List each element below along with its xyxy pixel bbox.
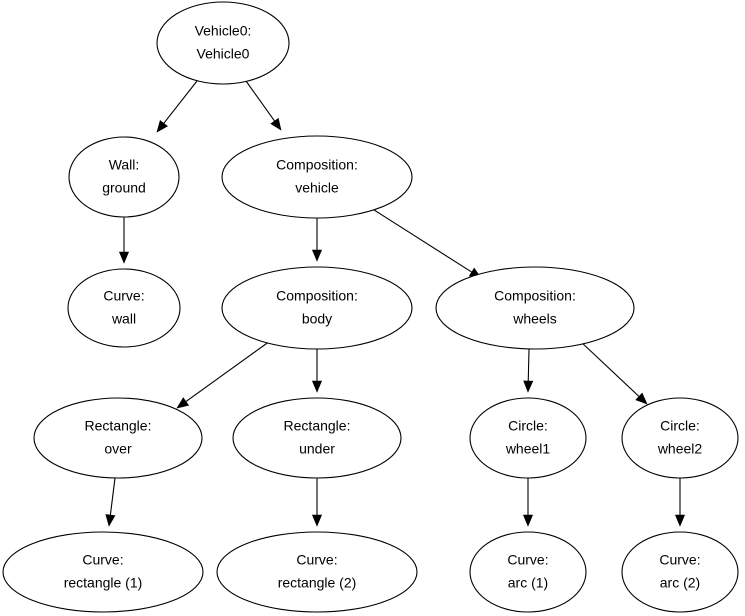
node-label-type: Composition: xyxy=(494,288,576,304)
edge-arrowhead xyxy=(523,380,534,393)
node-ellipse[interactable] xyxy=(221,266,413,350)
node-label-name: body xyxy=(302,311,332,327)
graph-edge xyxy=(311,349,323,393)
edge-line xyxy=(163,80,198,124)
node-ellipse[interactable] xyxy=(469,397,587,479)
node-label-name: ground xyxy=(102,180,146,196)
node-ellipse[interactable] xyxy=(68,136,180,218)
graph-edge xyxy=(105,477,116,527)
node-label-type: Curve: xyxy=(507,552,548,568)
graph-node-composition_wheels[interactable]: Composition: wheels xyxy=(435,266,635,350)
graph-node-rectangle_under[interactable]: Rectangle: under xyxy=(232,397,402,479)
node-ellipse[interactable] xyxy=(221,135,413,219)
node-label-type: Circle: xyxy=(508,418,548,434)
node-label-type: Curve: xyxy=(82,552,123,568)
graph-edge xyxy=(118,217,130,264)
graph-edge xyxy=(674,478,686,527)
node-ellipse[interactable] xyxy=(67,268,181,348)
edge-line xyxy=(527,348,530,382)
node-label-type: Curve: xyxy=(659,552,700,568)
edge-arrowhead xyxy=(522,514,534,527)
graph-node-curve_arc_2[interactable]: Curve: arc (2) xyxy=(621,531,739,613)
node-label-name: arc (1) xyxy=(508,575,548,591)
node-label-name: wheels xyxy=(512,311,557,327)
graph-node-composition_vehicle[interactable]: Composition: vehicle xyxy=(221,135,413,219)
graph-node-composition_body[interactable]: Composition: body xyxy=(221,266,413,350)
node-label-type: Curve: xyxy=(103,288,144,304)
edge-arrowhead xyxy=(176,397,190,409)
graph-node-curve_arc_1[interactable]: Curve: arc (1) xyxy=(469,531,587,613)
node-label-name: wall xyxy=(111,311,136,327)
node-label-name: wheel1 xyxy=(505,441,551,457)
node-label-name: vehicle xyxy=(295,180,339,196)
graph-edge xyxy=(311,218,323,262)
node-label-name: arc (2) xyxy=(660,575,700,591)
edge-arrowhead xyxy=(270,117,282,131)
graph-node-vehicle0[interactable]: Vehicle0: Vehicle0 xyxy=(156,1,290,85)
graph-edge xyxy=(579,340,648,405)
node-ellipse[interactable] xyxy=(469,531,587,613)
edge-arrowhead xyxy=(311,380,323,393)
node-label-type: Wall: xyxy=(109,157,140,173)
node-ellipse[interactable] xyxy=(232,397,402,479)
graph-edge xyxy=(176,340,271,409)
graph-node-curve_rectangle_1[interactable]: Curve: rectangle (1) xyxy=(2,531,204,613)
node-ellipse[interactable] xyxy=(435,266,635,350)
edge-arrowhead xyxy=(105,514,116,527)
graph-edge xyxy=(245,80,282,131)
edge-line xyxy=(370,207,473,273)
node-label-type: Rectangle: xyxy=(284,418,351,434)
edge-line xyxy=(185,340,271,403)
edge-arrowhead xyxy=(156,119,168,133)
graph-edge xyxy=(370,207,482,279)
graph-edge xyxy=(522,478,534,527)
node-label-type: Vehicle0: xyxy=(195,23,252,39)
graph-edge xyxy=(523,348,534,393)
node-label-type: Curve: xyxy=(296,552,337,568)
edge-arrowhead xyxy=(118,251,130,264)
node-label-type: Composition: xyxy=(276,288,358,304)
node-ellipse[interactable] xyxy=(216,531,418,613)
edge-arrowhead xyxy=(635,392,648,405)
node-ellipse[interactable] xyxy=(621,397,739,479)
edge-line xyxy=(579,340,640,397)
edge-arrowhead xyxy=(674,514,686,527)
graph-edge xyxy=(156,80,198,133)
edge-line xyxy=(109,477,116,516)
graph-node-curve_rectangle_2[interactable]: Curve: rectangle (2) xyxy=(216,531,418,613)
graph-node-circle_wheel2[interactable]: Circle: wheel2 xyxy=(621,397,739,479)
node-ellipse[interactable] xyxy=(2,531,204,613)
edge-line xyxy=(245,80,276,122)
node-label-name: rectangle (1) xyxy=(64,575,143,591)
graph-node-rectangle_over[interactable]: Rectangle: over xyxy=(33,397,203,479)
node-label-name: over xyxy=(104,441,132,457)
node-label-name: rectangle (2) xyxy=(278,575,357,591)
graph-node-curve_wall[interactable]: Curve: wall xyxy=(67,268,181,348)
node-ellipse[interactable] xyxy=(33,397,203,479)
node-ellipse[interactable] xyxy=(621,531,739,613)
node-label-name: under xyxy=(299,441,335,457)
edge-arrowhead xyxy=(311,249,323,262)
node-label-type: Rectangle: xyxy=(85,418,152,434)
graph-node-wall_ground[interactable]: Wall: ground xyxy=(68,136,180,218)
node-label-name: wheel2 xyxy=(657,441,703,457)
node-label-type: Composition: xyxy=(276,157,358,173)
node-ellipse[interactable] xyxy=(156,1,290,85)
graph-edge xyxy=(311,478,323,527)
node-label-type: Circle: xyxy=(660,418,700,434)
edge-arrowhead xyxy=(311,514,323,527)
node-label-name: Vehicle0 xyxy=(197,46,250,62)
graph-node-circle_wheel1[interactable]: Circle: wheel1 xyxy=(469,397,587,479)
